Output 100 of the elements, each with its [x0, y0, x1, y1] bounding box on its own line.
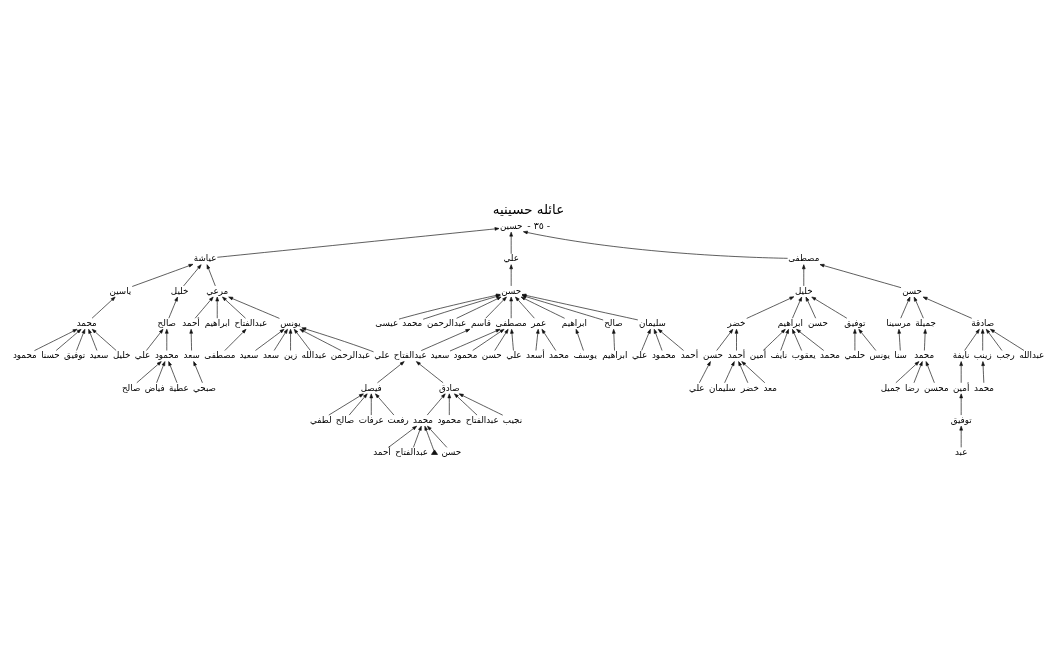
arrow: [509, 263, 513, 286]
node-text: صالح: [121, 382, 141, 393]
node-text: حسن: [807, 317, 828, 328]
node-text: محمد: [76, 317, 97, 328]
arrow: [523, 230, 788, 259]
arrow: [716, 328, 734, 351]
node-text: عبدالرحمن: [426, 317, 467, 328]
arrow: [449, 328, 501, 351]
arrow: [456, 296, 502, 319]
node-text: حسن: [501, 285, 522, 296]
arrow: [413, 425, 422, 448]
node-text: مصطفى: [495, 317, 527, 328]
arrow: [641, 328, 651, 351]
arrow: [780, 328, 789, 351]
node-text: حسن: [902, 285, 922, 296]
node-text: محمد: [548, 349, 569, 360]
node-text: حسين: [499, 220, 523, 231]
arrow: [980, 328, 985, 351]
arrow: [206, 263, 216, 286]
arrow: [900, 296, 911, 319]
node-text: عبدالفتاح: [393, 349, 427, 360]
node-text: عبدالفتاح: [234, 317, 268, 328]
node-text: عبد: [954, 446, 968, 457]
arrow: [416, 360, 444, 383]
node-text: حلمي: [844, 349, 866, 360]
node-text: يونس: [869, 349, 891, 360]
node-text: خضر: [741, 382, 759, 393]
arrow: [156, 360, 166, 383]
arrow: [217, 226, 500, 258]
arrow: [738, 360, 749, 383]
node-text: صالح: [604, 317, 623, 328]
arrow: [792, 328, 802, 351]
arrow: [913, 360, 923, 383]
arrow: [734, 328, 739, 351]
arrow: [541, 328, 557, 351]
node-text: مرعي: [206, 285, 229, 296]
arrow: [91, 296, 116, 319]
arrow: [377, 360, 405, 383]
node-text: صبحي: [192, 382, 216, 393]
arrow: [146, 328, 164, 351]
node-text: عبدالفتاح: [465, 414, 499, 425]
arrow: [426, 393, 446, 415]
arrow: [288, 328, 293, 351]
node-text: حسنا: [41, 349, 60, 360]
node-text: علي: [631, 349, 648, 360]
arrow: [215, 296, 219, 319]
node-text: ابراهيم: [561, 317, 587, 328]
arrow: [485, 296, 507, 319]
arrow: [136, 360, 162, 383]
arrow: [819, 263, 902, 288]
node-text: فياض: [144, 382, 165, 393]
node-triangle: [431, 449, 438, 455]
arrow: [454, 393, 478, 415]
node-text: توفيق: [950, 414, 972, 425]
arrow: [922, 296, 973, 319]
node-text: خليل: [170, 285, 189, 296]
node-text: رفعت: [387, 414, 409, 425]
arrow: [509, 296, 513, 319]
node-text: نجيب: [502, 414, 523, 425]
arrow: [34, 328, 78, 351]
arrow: [811, 296, 848, 319]
node-text: سليمان: [638, 317, 666, 328]
node-text: محمود: [437, 414, 462, 425]
node-text: محمد: [413, 414, 434, 425]
node-text: توفيق: [844, 317, 866, 328]
arrow: [168, 360, 178, 383]
arrow: [699, 360, 711, 383]
node-text: عبدالله: [301, 349, 327, 360]
node-text: عطية: [169, 382, 189, 393]
arrow: [168, 296, 178, 319]
arrow: [612, 328, 616, 351]
node-text: علي: [689, 382, 705, 393]
node-text: مرسينا: [886, 317, 911, 328]
node-text: زين: [283, 349, 298, 360]
node-text: أحمد: [373, 446, 391, 457]
arrow: [193, 360, 203, 383]
arrow: [724, 360, 735, 383]
node-text: علي: [506, 349, 522, 360]
node-text: محمود: [453, 349, 478, 360]
label: - ٣٥ -: [527, 219, 551, 231]
arrow: [165, 328, 169, 351]
arrow: [420, 328, 471, 351]
node-text: سعيد: [89, 349, 109, 360]
node-text: عرفات: [358, 414, 384, 425]
arrow: [762, 328, 786, 351]
diagram-title: عائله حسينيه: [492, 201, 565, 217]
arrow: [575, 328, 584, 351]
arrow: [131, 263, 194, 287]
arrow: [301, 326, 374, 352]
node-text: سعيد: [430, 349, 450, 360]
node-text: محسن: [923, 382, 949, 393]
node-text: حسن: [441, 446, 462, 457]
node-text: نايف: [770, 349, 788, 360]
node-text: أمين: [952, 382, 970, 393]
arrow: [741, 360, 766, 383]
node-text: أحمد: [182, 317, 200, 328]
node-text: معد: [763, 382, 777, 393]
node-text: علي: [503, 253, 519, 263]
arrow: [183, 263, 202, 286]
node-text: أسعد: [526, 349, 545, 360]
